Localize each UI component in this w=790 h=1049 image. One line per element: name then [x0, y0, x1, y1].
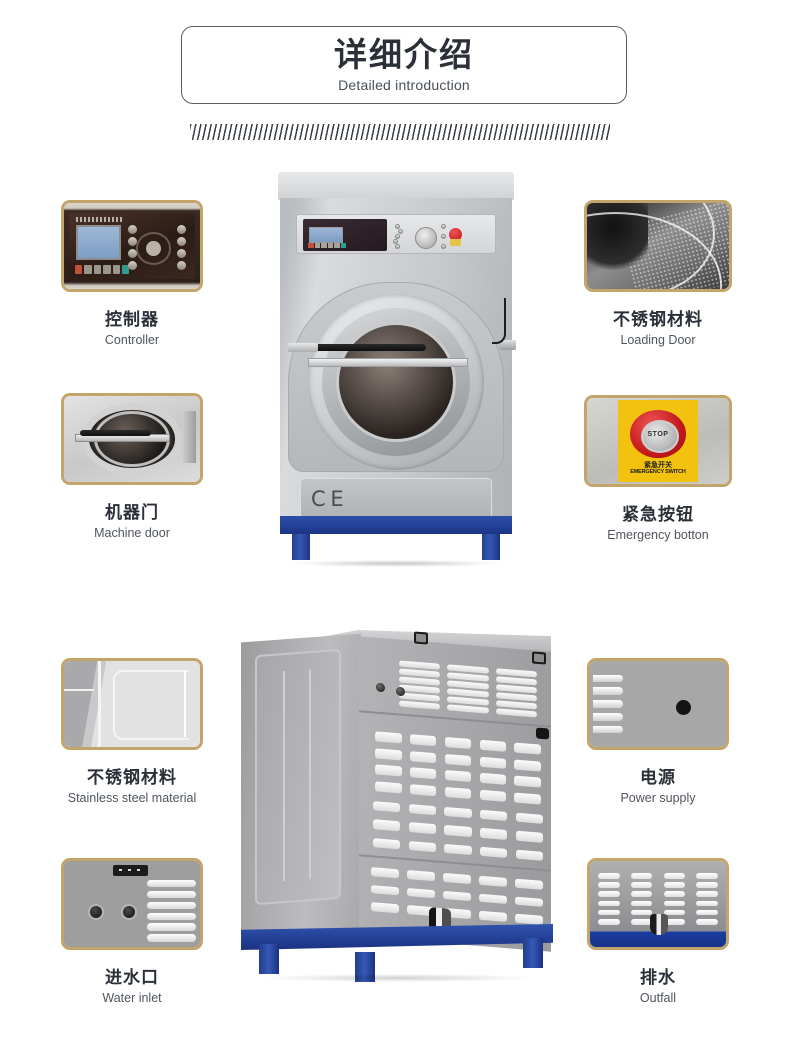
feature-outfall: 排水 Outfall	[578, 858, 738, 1005]
program-dial-icon	[415, 227, 437, 249]
feature-label-cn: 不锈钢材料	[613, 310, 703, 330]
feature-controller: 控制器 Controller	[52, 200, 212, 347]
feature-water-inlet: 进水口 Water inlet	[52, 858, 212, 1005]
hatch-divider-icon	[190, 124, 610, 140]
outfall-icon	[587, 858, 729, 950]
feature-label-en: Power supply	[620, 791, 696, 805]
feature-label-en: Machine door	[94, 526, 170, 540]
feature-label-en: Outfall	[639, 991, 677, 1005]
feature-loading-door: 不锈钢材料 Loading Door	[578, 200, 738, 347]
page-title-banner: 详细介绍 Detailed introduction	[181, 26, 627, 104]
industrial-washing-machine-front: C E	[270, 172, 522, 580]
industrial-washing-machine-rear	[233, 608, 563, 998]
emergency-label-cn: 紧急开关	[643, 461, 672, 469]
feature-machine-door: 机器门 Machine door	[52, 393, 212, 540]
door-handle	[288, 343, 426, 352]
page-subtitle: Detailed introduction	[338, 76, 470, 93]
stainless-panel-icon	[61, 658, 203, 750]
feature-label-cn: 控制器	[105, 310, 159, 330]
feature-label-cn: 排水	[640, 968, 676, 988]
feature-label-en: Stainless steel material	[67, 791, 197, 805]
power-supply-icon	[587, 658, 729, 750]
feature-label-cn: 紧急按钮	[622, 505, 694, 525]
emergency-label-en: EMERGENCY SWITCH	[630, 468, 686, 475]
emergency-stop-icon	[449, 228, 462, 247]
feature-label-cn: 不锈钢材料	[87, 768, 177, 788]
feature-label-cn: 电源	[640, 768, 676, 788]
loading-door-glass	[336, 322, 456, 442]
feature-stainless-steel: 不锈钢材料 Stainless steel material	[52, 658, 212, 805]
machine-control-panel	[296, 214, 496, 254]
stop-button-text: STOP	[647, 430, 669, 438]
emergency-stop-icon: STOP 紧急开关 EMERGENCY SWITCH	[584, 395, 732, 487]
machine-door-icon	[61, 393, 203, 485]
feature-label-en: Water inlet	[102, 991, 162, 1005]
feature-label-en: Loading Door	[620, 333, 696, 347]
loading-drum-icon	[584, 200, 732, 292]
ce-mark: C E	[311, 487, 344, 511]
feature-label-cn: 进水口	[105, 968, 159, 988]
feature-power-supply: 电源 Power supply	[578, 658, 738, 805]
water-inlet-icon	[61, 858, 203, 950]
feature-label-en: Emergency botton	[607, 528, 709, 542]
page-title: 详细介绍	[334, 35, 474, 75]
controller-panel-icon	[61, 200, 203, 292]
feature-label-en: Controller	[104, 333, 160, 347]
feature-label-cn: 机器门	[105, 503, 159, 523]
feature-emergency-button: STOP 紧急开关 EMERGENCY SWITCH 紧急按钮 Emergenc…	[578, 395, 738, 542]
